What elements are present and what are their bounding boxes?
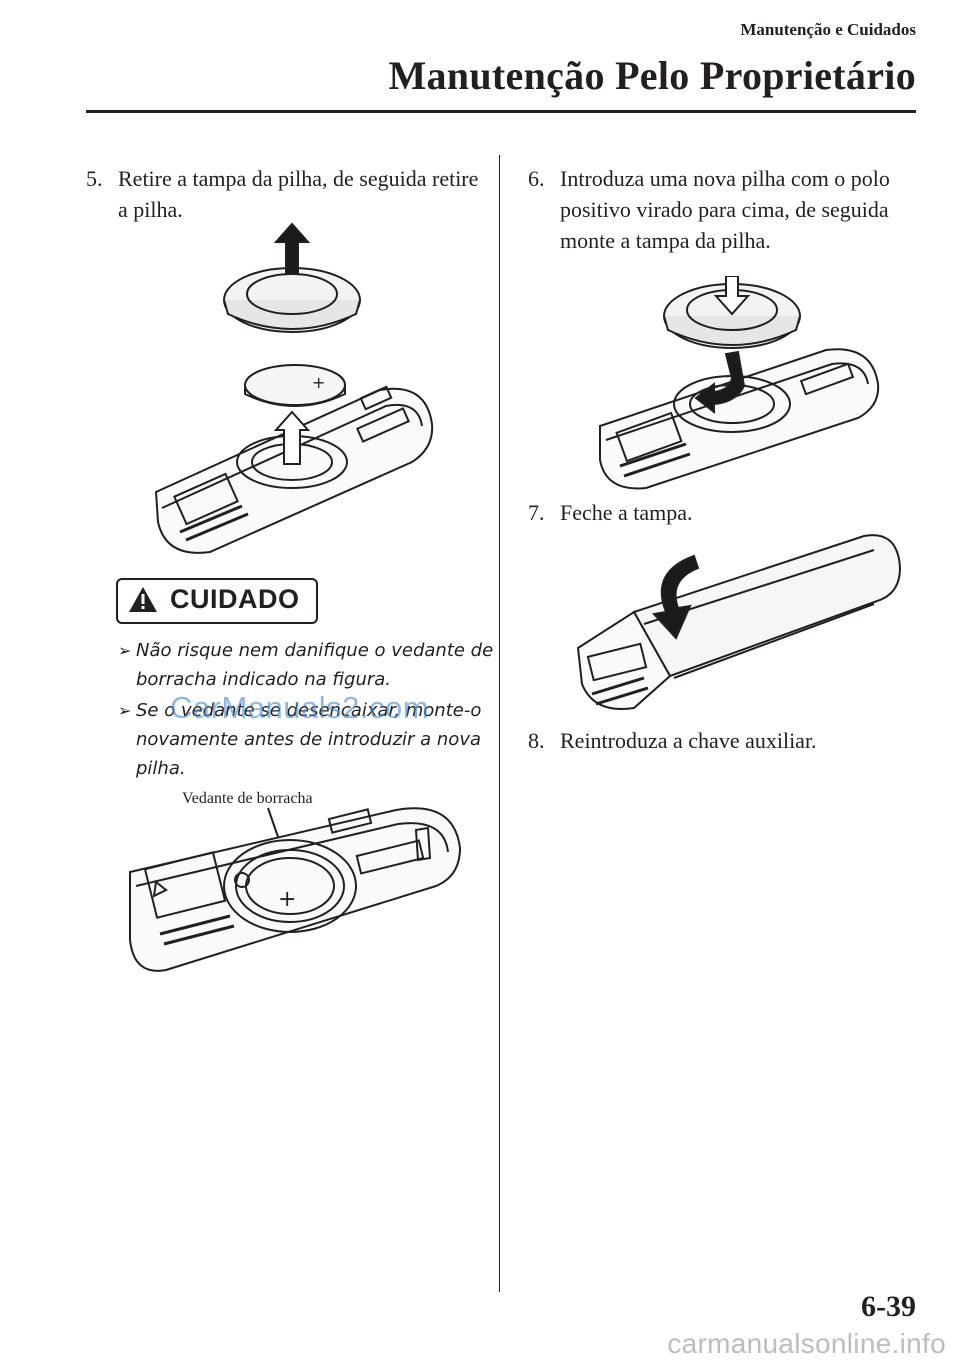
step-5: 5. Retire a tampa da pilha, de seguida r…: [86, 163, 486, 225]
arrow-bullet-icon: ➢: [118, 641, 132, 660]
caution-list: ➢ Não risque nem danifique o vedante de …: [118, 636, 498, 785]
step-6: 6. Introduza uma nova pilha com o polo p…: [528, 163, 918, 256]
step-text: Introduza uma nova pilha com o polo posi…: [560, 166, 890, 253]
step-number: 6.: [528, 166, 545, 191]
svg-text:+: +: [278, 887, 296, 912]
column-divider: [499, 155, 500, 1292]
step-8: 8. Reintroduza a chave auxiliar.: [528, 725, 918, 756]
header-rule: [86, 110, 916, 113]
figure-label: Vedante de borracha: [182, 790, 313, 807]
step-text: Reintroduza a chave auxiliar.: [560, 728, 817, 753]
step-number: 7.: [528, 500, 545, 525]
watermark: CarManuals2.com: [170, 690, 430, 725]
figure-rubber-seal: +: [129, 807, 462, 972]
page-title: Manutenção Pelo Proprietário: [388, 53, 916, 98]
caution-item: ➢ Se o vedante se desencaixar, monte-o n…: [118, 696, 498, 783]
page-number: 6-39: [861, 1290, 916, 1323]
svg-text:+: +: [312, 373, 325, 392]
figure-remove-battery: +: [154, 222, 434, 554]
figure-insert-battery: [599, 276, 880, 490]
step-7: 7. Feche a tampa.: [528, 497, 918, 528]
section-title: Manutenção e Cuidados: [740, 20, 916, 39]
warning-icon: [129, 587, 157, 612]
step-text: Retire a tampa da pilha, de seguida reti…: [118, 166, 479, 222]
step-number: 5.: [86, 166, 103, 191]
arrow-bullet-icon: ➢: [118, 701, 132, 720]
figure-close-lid: [576, 534, 902, 710]
caution-box: CUIDADO: [116, 578, 318, 624]
step-text: Feche a tampa.: [560, 500, 693, 525]
footer-watermark: carmanualsonline.info: [667, 1328, 946, 1359]
step-number: 8.: [528, 728, 545, 753]
caution-label: CUIDADO: [170, 584, 300, 614]
caution-item: ➢ Não risque nem danifique o vedante de …: [118, 636, 498, 694]
